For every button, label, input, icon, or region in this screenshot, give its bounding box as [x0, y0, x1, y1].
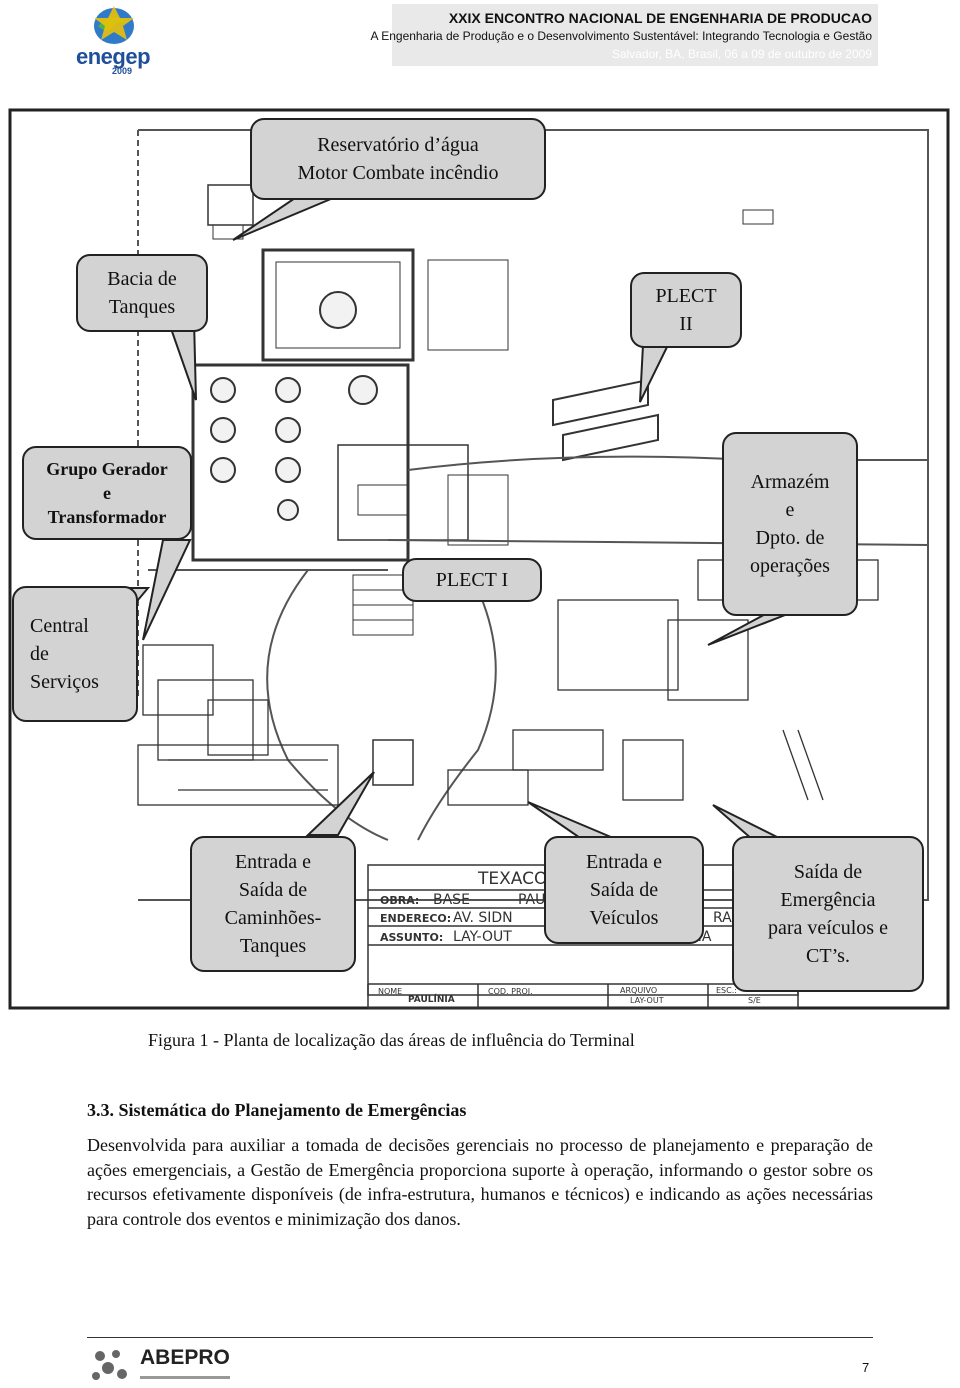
- callout-saida-line-3: para veículos e: [768, 917, 888, 939]
- callout-caminhoes-line-1: Entrada e: [234, 851, 312, 873]
- callout-plect2-line-1: PLECT: [655, 285, 717, 307]
- title-block-nome-value: PAULÍNIA: [408, 993, 455, 1005]
- callout-veiculos-line-3: Veículos: [589, 907, 659, 929]
- callout-veiculos-line-1: Entrada e: [585, 851, 663, 873]
- callout-saida-line-1: Saída de: [793, 861, 863, 883]
- callout-grupo-line-1: Grupo Gerador: [46, 459, 168, 479]
- page-header: enegep 2009 XXIX ENCONTRO NACIONAL DE EN…: [0, 0, 960, 80]
- title-block-cod-label: COD. PROJ.: [488, 987, 533, 996]
- callout-bacia-line-1: Bacia de: [107, 268, 177, 290]
- enegep-logo-icon: [94, 6, 134, 44]
- callout-veiculos-line-2: Saída de: [589, 879, 659, 901]
- callout-plect1-line-1: PLECT I: [435, 569, 509, 591]
- callout-reservatorio-line-1: Reservatório d’água: [317, 134, 479, 156]
- title-block-arquivo-value: LAY-OUT: [630, 996, 664, 1005]
- callout-plect2-line-2: II: [679, 313, 693, 335]
- callout-armazem-line-2: e: [785, 499, 795, 521]
- callout-central-servicos: Central de Serviços: [12, 586, 138, 722]
- title-block-assunto-label: ASSUNTO:: [380, 931, 443, 944]
- callout-armazem: Armazém e Dpto. de operações: [722, 432, 858, 616]
- callout-armazem-line-3: Dpto. de: [755, 527, 825, 549]
- title-block-assunto-value: LAY-OUT: [453, 929, 512, 945]
- title-block-endereco-value: AV. SIDN: [453, 910, 513, 926]
- callout-caminhoes-line-3: Caminhões-: [224, 907, 322, 929]
- callout-reservatorio: Reservatório d’água Motor Combate incênd…: [250, 118, 546, 200]
- conference-place-date: Salvador, BA, Brasil, 06 a 09 de outubro…: [611, 47, 872, 61]
- enegep-logo-text: enegep: [76, 44, 151, 69]
- callout-reservatorio-line-2: Motor Combate incêndio: [297, 162, 499, 184]
- callout-saida-line-4: CT’s.: [806, 945, 850, 967]
- callout-bacia-tanques: Bacia de Tanques: [76, 254, 208, 332]
- abepro-logo-text: ABEPRO: [140, 1346, 230, 1369]
- callout-grupo-gerador: Grupo Gerador e Transformador: [22, 446, 192, 540]
- callout-entrada-veiculos: Entrada e Saída de Veículos: [544, 836, 704, 944]
- callout-grupo-line-3: Transformador: [47, 507, 167, 527]
- abepro-logo-icon: [92, 1350, 230, 1380]
- title-block-obra-value-tail: PAU: [518, 892, 545, 908]
- title-block-nome-label: NOME: [378, 987, 402, 996]
- conference-title: XXIX ENCONTRO NACIONAL DE ENGENHARIA DE …: [448, 10, 872, 26]
- title-block-endereco-label: ENDERECO:: [380, 912, 451, 925]
- footer-divider: [87, 1337, 873, 1338]
- section-paragraph: Desenvolvida para auxiliar a tomada de d…: [87, 1135, 873, 1229]
- page-number: 7: [862, 1360, 870, 1375]
- figure-caption: Figura 1 - Planta de localização das áre…: [148, 1030, 635, 1050]
- callout-central-line-2: de: [30, 643, 49, 665]
- title-block-endereco-tail: RA,: [713, 910, 736, 926]
- callout-armazem-line-4: operações: [750, 555, 830, 577]
- callout-saida-emergencia: Saída de Emergência para veículos e CT’s…: [732, 836, 924, 992]
- callout-caminhoes-line-4: Tanques: [239, 935, 307, 957]
- title-block-esc-label: ESC.:: [716, 986, 737, 995]
- conference-banner: XXIX ENCONTRO NACIONAL DE ENGENHARIA DE …: [371, 4, 878, 66]
- callout-plect-2: PLECT II: [630, 272, 742, 348]
- callout-caminhoes-line-2: Saída de: [238, 879, 308, 901]
- conference-theme: A Engenharia de Produção e o Desenvolvim…: [370, 29, 872, 43]
- callout-saida-line-2: Emergência: [780, 889, 876, 911]
- callout-central-line-1: Central: [30, 615, 89, 637]
- title-block-esc-value: S/E: [748, 996, 761, 1005]
- title-block-arquivo-label: ARQUIVO: [620, 986, 657, 995]
- title-block-company: TEXACO: [477, 869, 547, 889]
- callout-central-line-3: Serviços: [30, 671, 99, 693]
- callout-entrada-caminhoes: Entrada e Saída de Caminhões- Tanques: [190, 836, 356, 972]
- site-plan-figure: TEXACO A. OBRA: BASE PAU ENDERECO: AV. S…: [8, 100, 952, 1010]
- section-heading: 3.3. Sistemática do Planejamento de Emer…: [87, 1100, 467, 1120]
- callout-plect-1: PLECT I: [402, 558, 542, 602]
- title-block-obra-value: BASE: [433, 892, 470, 908]
- callout-grupo-line-2: e: [103, 483, 111, 503]
- title-block-obra-label: OBRA:: [380, 894, 419, 907]
- enegep-logo-year: 2009: [112, 66, 133, 76]
- callout-armazem-line-1: Armazém: [750, 471, 830, 493]
- callout-bacia-line-2: Tanques: [108, 296, 176, 318]
